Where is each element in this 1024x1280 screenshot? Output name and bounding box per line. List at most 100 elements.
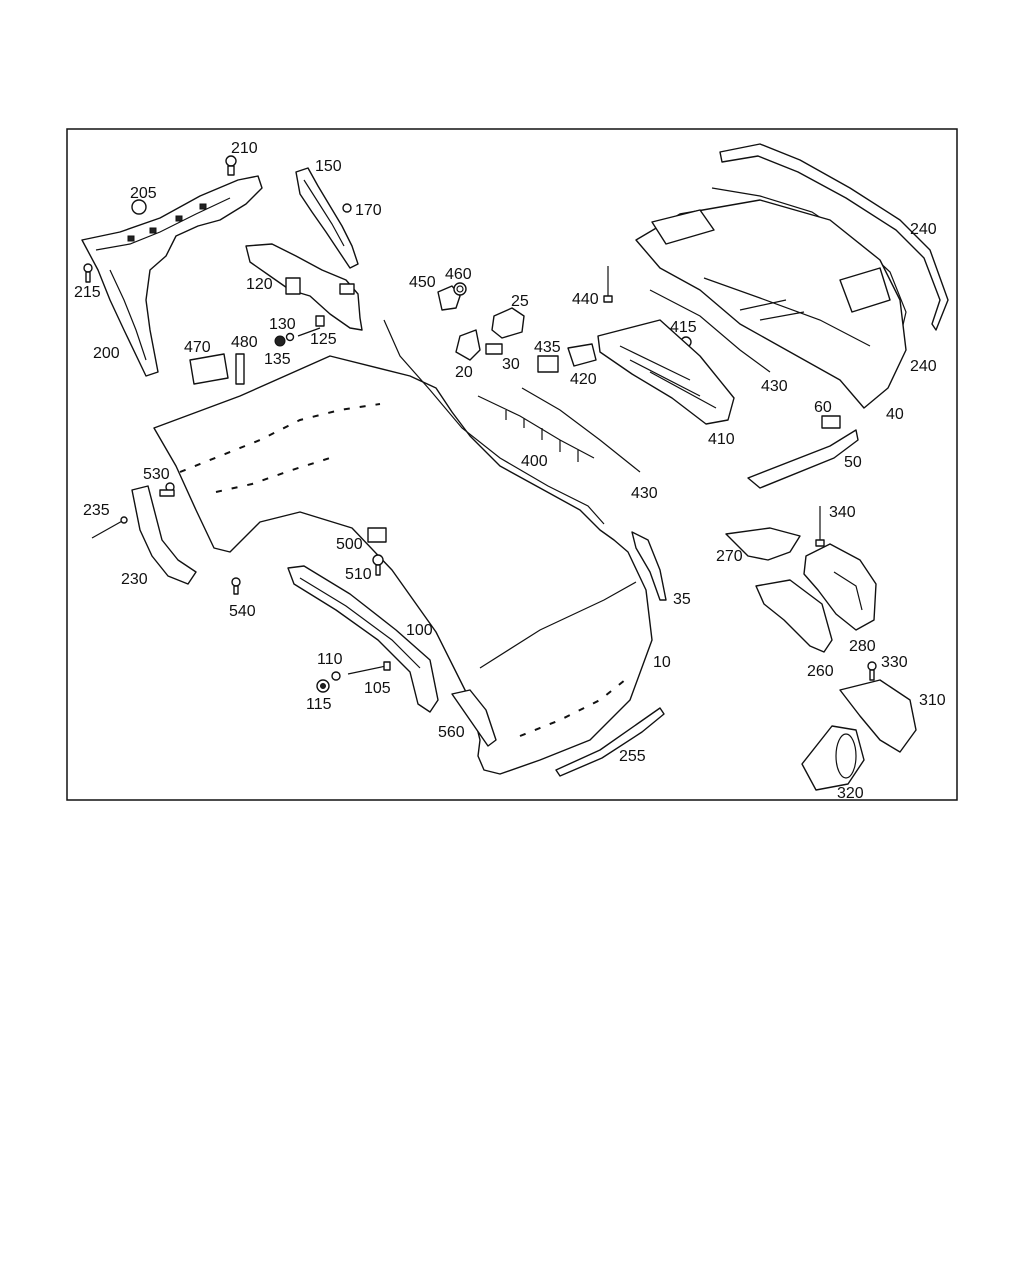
part-110-washer[interactable] — [331, 671, 341, 681]
label-470: 470 — [184, 339, 211, 356]
label-205: 205 — [130, 185, 157, 202]
label-215: 215 — [74, 284, 101, 301]
part-530-fastener[interactable] — [159, 482, 175, 497]
part-115-nut[interactable] — [316, 679, 330, 693]
label-50: 50 — [844, 454, 862, 471]
label-450: 450 — [409, 274, 436, 291]
label-35: 35 — [673, 591, 691, 608]
label-240-upper: 240 — [910, 221, 937, 238]
part-320-tailpipe[interactable] — [801, 725, 865, 791]
part-100-rail[interactable] — [287, 565, 439, 713]
part-120-bracket[interactable] — [245, 243, 363, 331]
label-105: 105 — [364, 680, 391, 697]
part-340-rivet[interactable] — [815, 506, 825, 547]
label-20: 20 — [455, 364, 473, 381]
label-320: 320 — [837, 785, 864, 802]
part-60-clip[interactable] — [821, 415, 841, 429]
label-30: 30 — [502, 356, 520, 373]
part-135-nut[interactable] — [274, 335, 286, 347]
part-20-holder[interactable] — [455, 329, 481, 361]
part-30-connector[interactable] — [485, 343, 503, 355]
label-460: 460 — [445, 266, 472, 283]
label-400: 400 — [521, 453, 548, 470]
part-105-bolt[interactable] — [347, 661, 391, 675]
label-10: 10 — [653, 654, 671, 671]
part-430-cable-lower[interactable] — [521, 387, 641, 473]
part-200-bracket[interactable] — [81, 175, 263, 377]
label-560: 560 — [438, 724, 465, 741]
part-235-pin[interactable] — [91, 516, 128, 539]
label-125: 125 — [310, 331, 337, 348]
label-115: 115 — [306, 696, 332, 713]
label-430-lower: 430 — [631, 485, 658, 502]
part-25-bracket[interactable] — [491, 307, 525, 339]
label-260: 260 — [807, 663, 834, 680]
part-330-screw[interactable] — [867, 661, 877, 681]
part-215-screw[interactable] — [83, 263, 93, 283]
part-420-module[interactable] — [567, 343, 597, 367]
part-35-trim[interactable] — [631, 531, 667, 601]
label-200: 200 — [93, 345, 120, 362]
part-310-bracket[interactable] — [839, 679, 917, 753]
label-100: 100 — [406, 622, 433, 639]
part-50-strip[interactable] — [747, 429, 859, 489]
part-430-cable-upper[interactable] — [649, 289, 771, 373]
part-540-screw[interactable] — [231, 577, 241, 595]
label-540: 540 — [229, 603, 256, 620]
label-270: 270 — [716, 548, 743, 565]
label-430-upper: 430 — [761, 378, 788, 395]
label-130: 130 — [269, 316, 296, 333]
part-labels: 210 150 205 170 215 200 120 130 125 135 … — [74, 140, 946, 802]
label-210: 210 — [231, 140, 258, 157]
label-410: 410 — [708, 431, 735, 448]
part-470-cover[interactable] — [189, 353, 229, 385]
part-130-washer[interactable] — [285, 332, 295, 342]
part-460-ring[interactable] — [453, 282, 467, 296]
part-150-bracket[interactable] — [295, 167, 359, 269]
label-420: 420 — [570, 371, 597, 388]
label-440: 440 — [572, 291, 599, 308]
label-230: 230 — [121, 571, 148, 588]
label-150: 150 — [315, 158, 342, 175]
label-340: 340 — [829, 504, 856, 521]
part-10-bumper-cover[interactable] — [153, 319, 653, 775]
part-255-strip[interactable] — [555, 707, 665, 777]
label-510: 510 — [345, 566, 372, 583]
part-210-screw[interactable] — [225, 155, 237, 176]
label-25: 25 — [511, 293, 529, 310]
part-230-bracket[interactable] — [131, 485, 197, 585]
part-560-bracket[interactable] — [451, 689, 497, 747]
label-280: 280 — [849, 638, 876, 655]
label-530: 530 — [143, 466, 170, 483]
label-435: 435 — [534, 339, 561, 356]
label-235: 235 — [83, 502, 110, 519]
label-480: 480 — [231, 334, 258, 351]
part-240-trim-upper[interactable] — [719, 143, 949, 331]
part-440-rivet[interactable] — [603, 266, 613, 303]
part-260-panel[interactable] — [755, 579, 833, 653]
label-110: 110 — [317, 651, 343, 668]
label-40: 40 — [886, 406, 904, 423]
label-500: 500 — [336, 536, 363, 553]
part-410-carrier[interactable] — [597, 319, 735, 425]
part-480-strip[interactable] — [235, 353, 245, 385]
part-280-duct[interactable] — [803, 543, 877, 631]
part-170-clip[interactable] — [342, 203, 352, 213]
label-60: 60 — [814, 399, 832, 416]
part-500-nut[interactable] — [367, 527, 387, 543]
label-135: 135 — [264, 351, 291, 368]
diagram-border — [66, 128, 958, 801]
part-510-screw[interactable] — [372, 554, 384, 576]
part-125-bolt[interactable] — [297, 315, 325, 337]
label-310: 310 — [919, 692, 946, 709]
label-255: 255 — [619, 748, 646, 765]
part-400-harness[interactable] — [477, 395, 595, 462]
label-330: 330 — [881, 654, 908, 671]
label-415: 415 — [670, 319, 697, 336]
label-170: 170 — [355, 202, 382, 219]
part-435-sensor[interactable] — [537, 355, 559, 373]
part-270-bracket[interactable] — [725, 527, 801, 561]
part-40-diffuser[interactable] — [635, 199, 907, 409]
part-205-plug[interactable] — [131, 199, 147, 215]
